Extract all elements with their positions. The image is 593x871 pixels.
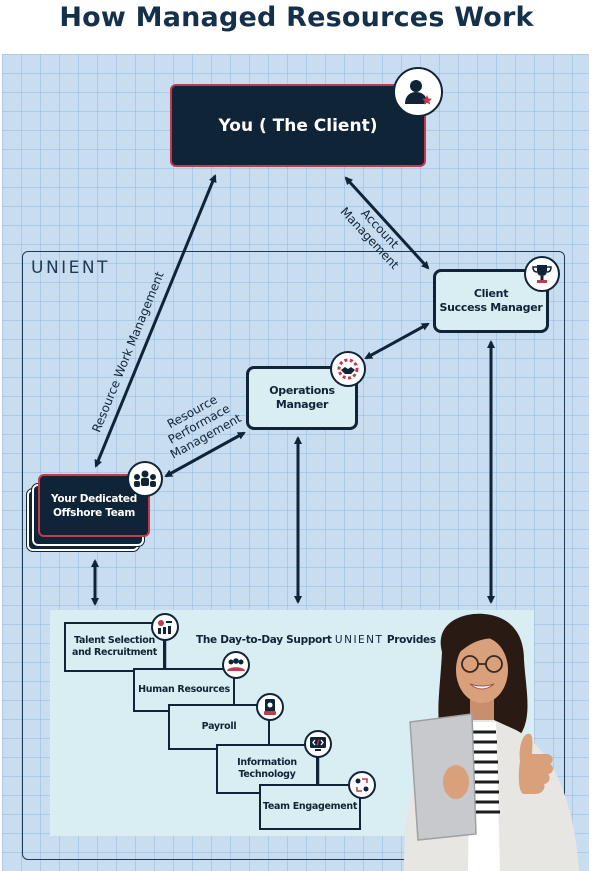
code-monitor-icon: [304, 730, 332, 758]
arrow-ops-team: [164, 431, 246, 478]
people-icon: [222, 651, 250, 679]
page-title: How Managed Resources Work: [59, 2, 534, 33]
unient-logo: UNIENT: [31, 258, 111, 278]
arrow-client-csm: [344, 176, 430, 270]
engagement-icon: [348, 771, 376, 799]
team-group-icon: [127, 461, 163, 497]
user-star-icon: [393, 67, 443, 117]
step-payroll: Payroll: [168, 704, 270, 750]
client-box: You ( The Client): [170, 84, 426, 167]
support-title: The Day-to-Day Support UNIENT Provides: [196, 634, 436, 646]
recruit-icon: [151, 613, 179, 641]
smiling-woman-photo: [404, 613, 579, 871]
handshake-gear-icon: [330, 351, 366, 387]
arrow-csm-ops: [364, 322, 430, 360]
step-team-engagement: Team Engagement: [259, 784, 361, 830]
trophy-icon: [524, 256, 560, 292]
payroll-icon: [256, 693, 284, 721]
unient-frame: [22, 251, 565, 860]
arrow-client-team: [94, 174, 217, 468]
